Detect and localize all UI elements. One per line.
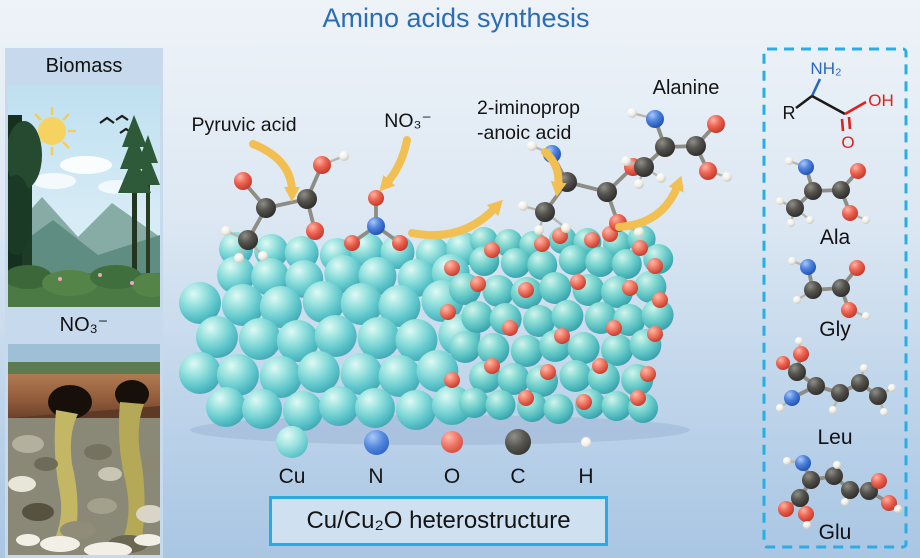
legend-item-n: N bbox=[344, 425, 408, 489]
water-stream bbox=[118, 402, 145, 538]
legend-cu-sphere-icon bbox=[276, 426, 308, 458]
amino-acid-label-gly: Gly bbox=[819, 318, 851, 341]
legend-n-label: N bbox=[368, 465, 384, 488]
biomass-label: Biomass bbox=[45, 55, 123, 77]
nitrate-label: NO₃⁻ bbox=[384, 110, 432, 132]
left-nitrate-label: NO₃⁻ bbox=[59, 314, 109, 336]
intermediate-label-line1: 2-iminoprop bbox=[477, 97, 580, 119]
intermediate-label-line2: -anoic acid bbox=[477, 122, 572, 144]
legend-c-label: C bbox=[510, 465, 526, 488]
arrow-to-intermediate bbox=[408, 199, 503, 240]
legend-item-c: C bbox=[486, 425, 550, 489]
figure-title: Amino acids synthesis bbox=[322, 3, 590, 33]
dashed-panel-border bbox=[762, 47, 908, 549]
left-panel: Biomass bbox=[5, 48, 163, 558]
pipe-opening bbox=[48, 385, 92, 419]
legend-item-cu: Cu bbox=[260, 425, 324, 489]
pyruvic-acid-label: Pyruvic acid bbox=[191, 114, 297, 136]
forest-illustration bbox=[8, 85, 160, 307]
heterostructure-box: Cu/Cu₂O heterostructure bbox=[269, 496, 608, 546]
legend-c-sphere-icon bbox=[505, 429, 531, 455]
arrow-nitrate bbox=[379, 136, 411, 192]
amino-acids-panel: Ala Gly Leu Glu bbox=[762, 47, 908, 549]
legend-h-sphere-icon bbox=[581, 437, 591, 447]
sun-icon bbox=[38, 117, 66, 145]
legend-o-label: O bbox=[443, 465, 461, 488]
legend-item-h: H bbox=[554, 425, 618, 489]
heterostructure-box-label: Cu/Cu₂O heterostructure bbox=[306, 507, 571, 534]
water-stream bbox=[54, 410, 78, 544]
iminopropanoic-acid-molecule bbox=[518, 141, 644, 237]
amino-acid-label-ala: Ala bbox=[819, 226, 851, 249]
arrow-pyruvic bbox=[249, 140, 300, 202]
alanine-label: Alanine bbox=[652, 77, 720, 99]
nitrate-molecule bbox=[344, 190, 408, 251]
arrow-to-alanine bbox=[615, 175, 684, 231]
legend-h-label: H bbox=[578, 465, 594, 488]
pyruvic-acid-molecule bbox=[221, 151, 349, 263]
amino-acid-label-leu: Leu bbox=[817, 426, 853, 449]
legend-item-o: O bbox=[420, 425, 484, 489]
foam bbox=[16, 534, 160, 555]
pipe-opening bbox=[115, 380, 149, 408]
legend-n-sphere-icon bbox=[364, 430, 389, 455]
legend-o-sphere-icon bbox=[441, 431, 463, 453]
intermediate-label: 2-iminoprop -anoic acid bbox=[477, 96, 597, 146]
legend-cu-label: Cu bbox=[278, 465, 306, 488]
amino-acid-label-glu: Glu bbox=[818, 521, 852, 544]
arrow-intermediate-down bbox=[541, 148, 567, 197]
alanine-molecule bbox=[621, 108, 732, 189]
wastewater-pipe-illustration bbox=[8, 344, 160, 555]
